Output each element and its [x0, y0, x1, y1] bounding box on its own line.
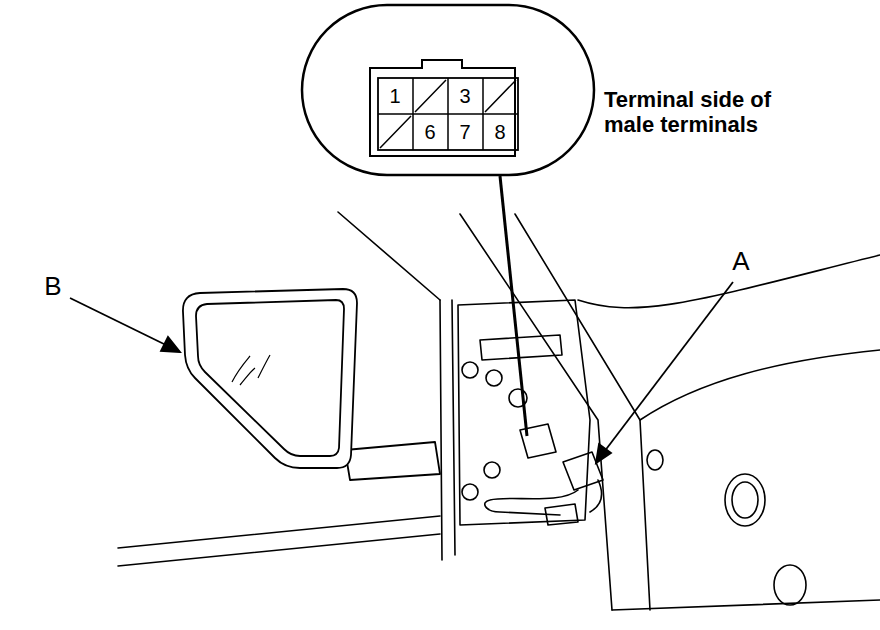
bolt: [486, 370, 502, 386]
body-line: [640, 350, 880, 420]
clip: [545, 504, 578, 525]
body-hole: [732, 482, 758, 518]
vehicle-body: [118, 212, 880, 610]
door-mirror: [183, 289, 440, 480]
callout-frame: [302, 5, 594, 175]
leader-line: [500, 176, 527, 436]
arrowhead: [161, 337, 180, 352]
bracket: [480, 335, 562, 360]
door-edge: [440, 300, 442, 560]
part-letter: A: [732, 247, 749, 277]
empty-pin-slash: [380, 80, 516, 148]
pin-number: 6: [424, 121, 435, 144]
pin-number: 3: [459, 85, 470, 108]
pin-number: 8: [494, 121, 505, 144]
pillar-line: [515, 214, 650, 610]
pin-number: 1: [389, 85, 400, 108]
body-line: [578, 255, 880, 308]
pin-grid: [378, 78, 518, 150]
door-sill: [118, 534, 440, 566]
bolt: [484, 462, 500, 478]
callout: [302, 5, 594, 436]
pointer-line: [604, 282, 733, 452]
bolt: [462, 362, 478, 378]
body-line: [612, 600, 880, 610]
harness-wire: [485, 490, 578, 515]
connector-face: [370, 60, 515, 156]
bolt: [462, 484, 478, 500]
pointer-line: [70, 298, 168, 346]
view-note: Terminal side of male terminals: [604, 87, 819, 138]
arrowhead: [596, 444, 611, 463]
mirror-glass: [196, 300, 344, 456]
part-letter: B: [44, 272, 61, 302]
glass-reflection: [232, 355, 270, 385]
body-hole: [774, 565, 806, 605]
mirror-base: [345, 442, 440, 480]
mirror-housing: [183, 289, 357, 468]
harness-wire: [590, 480, 602, 512]
door-sill: [118, 516, 440, 548]
pointer-arrows: [70, 282, 733, 463]
pin-grid-lines: [378, 78, 518, 150]
body-hole: [647, 450, 663, 470]
door-edge: [452, 300, 455, 555]
window-edge: [338, 212, 440, 300]
pin-number: 7: [459, 121, 470, 144]
body-hole: [725, 474, 765, 526]
